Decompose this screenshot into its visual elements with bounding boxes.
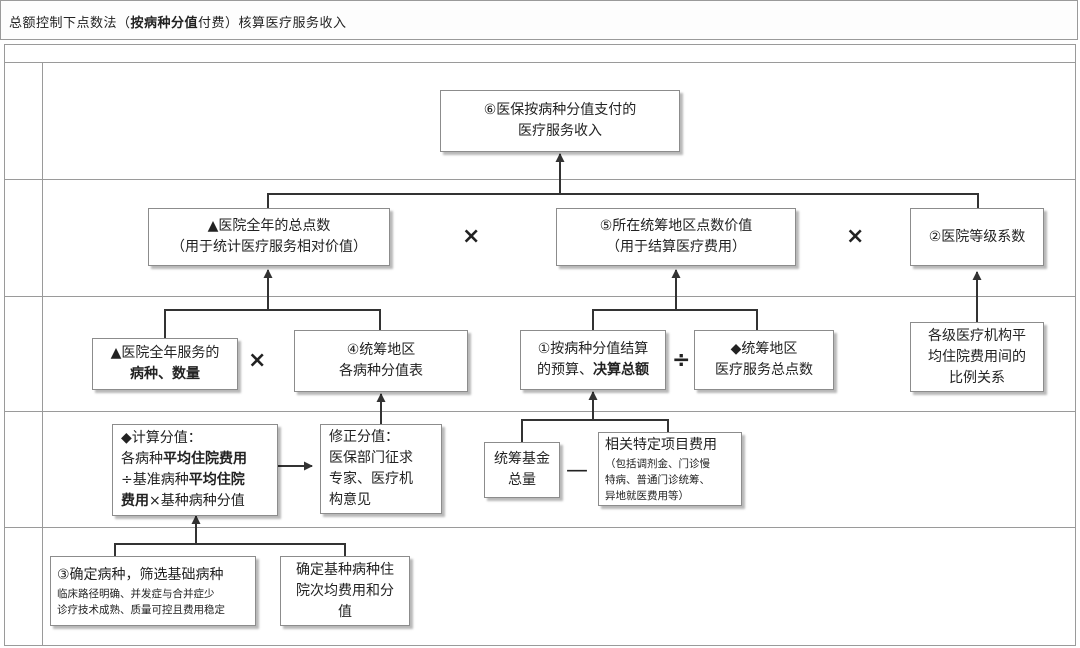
ratio-line-1: 各级医疗机构平 (928, 327, 1026, 344)
link-fund-bus (521, 419, 669, 442)
calc-line-2b: 平均住院费用 (163, 451, 247, 467)
minus-operator: — (566, 458, 588, 483)
node-budget: ①按病种分值结算 的预算、决算总额 (520, 330, 666, 390)
node-service-types: ▲医院全年服务的 病种、数量 (92, 338, 238, 390)
lane-divider-3 (5, 411, 1075, 412)
calc-line-3a: ÷基准病种 (121, 472, 189, 488)
calc-line-2: 各病种平均住院费用 (121, 449, 247, 470)
correct-line-1: 修正分值： (329, 429, 399, 445)
node-total-points: ▲医院全年的总点数 （用于统计医疗服务相对价值） (148, 208, 390, 266)
calc-line-1: ◆计算分值： (121, 430, 202, 446)
correct-line-4: 构意见 (329, 492, 371, 508)
calc-line-4b: ×基种病种分值 (149, 493, 245, 509)
node-fund-total: 统筹基金 总量 (484, 442, 560, 498)
ratio-line-2: 均住院费用间的 (928, 348, 1026, 365)
region-points-line-1: ◆统筹地区 (730, 341, 798, 357)
lane-divider-4 (5, 527, 1075, 528)
calc-line-3b: 平均住院 (188, 472, 245, 488)
sub-header-row (4, 44, 1076, 62)
score-table-line-2: 各病种分值表 (339, 363, 423, 379)
title-bar: 总额控制下点数法（按病种分值付费）核算医疗服务收入 (0, 0, 1078, 40)
service-types-line-1: ▲医院全年服务的 (110, 345, 220, 361)
link-left-bus (164, 309, 381, 338)
lane-divider-2 (5, 296, 1075, 297)
link-mid-bus (592, 309, 758, 330)
fund-line-1: 统筹基金 (494, 451, 550, 467)
budget-line-2b: 决算总额 (593, 362, 649, 378)
n6-line-1: ⑥医保按病种分值支付的 (483, 102, 637, 118)
node-point-value: ⑤所在统筹地区点数价值 （用于结算医疗费用） (556, 208, 796, 266)
n3-line-1: ③确定病种，筛选基础病种 (57, 566, 224, 583)
node-special-costs: 相关特定项目费用 （包括调剂金、门诊慢 特病、普通门诊统筹、 异地就医费用等） (598, 432, 742, 506)
node-region-points: ◆统筹地区 医疗服务总点数 (694, 330, 834, 390)
node-medical-service-income: ⑥医保按病种分值支付的 医疗服务收入 (440, 90, 680, 152)
grade-coef-line-1: ②医院等级系数 (928, 228, 1026, 245)
base-cost-line-3: 值 (338, 603, 352, 620)
divide-operator: ÷ (672, 348, 691, 373)
budget-line-2a: 的预算、 (537, 362, 593, 378)
lane-label-column (5, 63, 43, 645)
correct-line-3: 专家、医疗机 (329, 471, 413, 487)
node-score-table: ④统筹地区 各病种分值表 (294, 330, 468, 392)
link-row2-bus (267, 193, 979, 208)
special-line-4: 异地就医费用等） (605, 489, 689, 502)
total-points-line-1: ▲医院全年的总点数 (207, 218, 331, 234)
score-table-line-1: ④统筹地区 (346, 342, 416, 358)
calc-line-2a: 各病种 (121, 451, 163, 467)
fund-line-2: 总量 (508, 472, 536, 488)
point-value-line-2: （用于结算医疗费用） (606, 239, 746, 255)
node-correct-score: 修正分值： 医保部门征求 专家、医疗机 构意见 (320, 424, 442, 514)
calc-line-3: ÷基准病种平均住院 (121, 470, 245, 491)
calc-line-4: 费用×基种病种分值 (121, 491, 245, 512)
node-calc-score: ◆计算分值： 各病种平均住院费用 ÷基准病种平均住院 费用×基种病种分值 (112, 424, 278, 516)
calc-line-4a: 费用 (121, 493, 149, 509)
node-cost-ratio: 各级医疗机构平 均住院费用间的 比例关系 (910, 322, 1044, 392)
swimlane-grid (4, 62, 1076, 646)
special-line-2: （包括调剂金、门诊慢 (605, 457, 710, 470)
page-title: 总额控制下点数法（按病种分值付费）核算医疗服务收入 (9, 12, 347, 31)
title-prefix: 总额控制下点数法（ (9, 16, 131, 31)
times-operator-3: × (248, 348, 267, 373)
budget-line-1: ①按病种分值结算 (537, 341, 649, 357)
budget-line-2: 的预算、决算总额 (537, 360, 649, 381)
service-types-line-2: 病种、数量 (130, 366, 200, 382)
n3-line-3: 诊疗技术成熟、质量可控且费用稳定 (57, 603, 225, 616)
lane-divider-1 (5, 179, 1075, 180)
node-grade-coefficient: ②医院等级系数 (910, 208, 1044, 266)
node-select-diseases: ③确定病种，筛选基础病种 临床路径明确、并发症与合并症少 诊疗技术成熟、质量可控… (50, 556, 256, 626)
total-points-line-2: （用于统计医疗服务相对价值） (171, 239, 367, 255)
times-operator-2: × (846, 224, 865, 249)
special-line-1: 相关特定项目费用 (605, 436, 717, 453)
times-operator-1: × (462, 224, 481, 249)
n6-line-2: 医疗服务收入 (518, 123, 602, 139)
special-line-3: 特病、普通门诊统筹、 (605, 473, 710, 486)
point-value-line-1: ⑤所在统筹地区点数价值 (599, 218, 753, 234)
correct-line-2: 医保部门征求 (329, 450, 413, 466)
n3-line-2: 临床路径明确、并发症与合并症少 (57, 587, 215, 600)
base-cost-line-1: 确定基种病种住 (296, 561, 394, 578)
title-bold: 按病种分值 (130, 16, 199, 31)
ratio-line-3: 比例关系 (949, 369, 1005, 386)
title-suffix: 付费）核算医疗服务收入 (198, 16, 347, 31)
region-points-line-2: 医疗服务总点数 (715, 362, 813, 378)
node-base-cost: 确定基种病种住 院次均费用和分 值 (280, 556, 410, 626)
link-bottom-bus (114, 543, 346, 556)
base-cost-line-2: 院次均费用和分 (296, 582, 394, 599)
